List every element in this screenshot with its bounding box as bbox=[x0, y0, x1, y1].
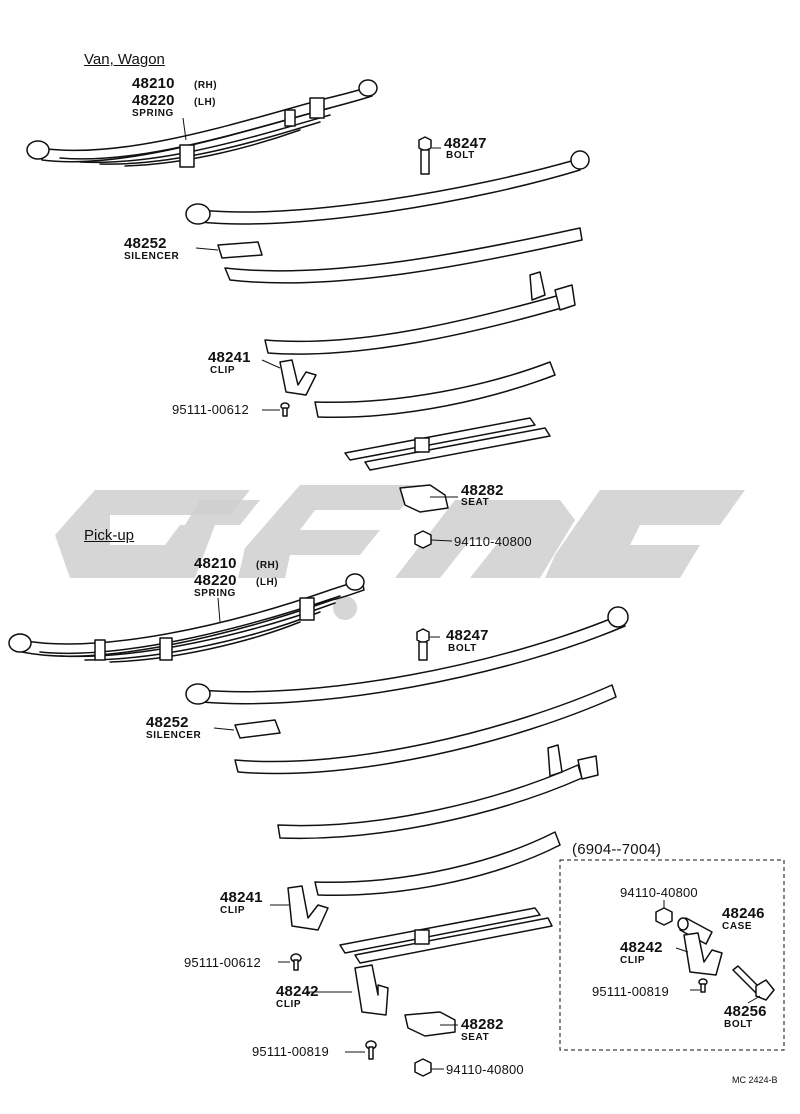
inset-screw-number: 95111-00819 bbox=[592, 984, 669, 999]
pickup-seat-number: 48282 bbox=[461, 1016, 504, 1033]
van-screw bbox=[280, 402, 290, 417]
van-leaf-4 bbox=[314, 361, 556, 419]
inset-nut bbox=[655, 907, 673, 926]
inset-leaders bbox=[663, 900, 761, 1004]
van-seat-name: SEAT bbox=[461, 497, 490, 508]
inset-case bbox=[677, 917, 713, 945]
van-clip bbox=[279, 359, 317, 396]
pickup-leaders bbox=[213, 597, 458, 1070]
pickup-clip2-number: 48242 bbox=[276, 983, 319, 1000]
inset-bolt-number: 48256 bbox=[724, 1003, 767, 1020]
pickup-clip bbox=[287, 885, 329, 931]
pickup-spring-name: SPRING bbox=[194, 588, 236, 599]
pickup-bolt-number: 48247 bbox=[446, 627, 489, 644]
pickup-main-leaf bbox=[185, 606, 629, 705]
inset-screw bbox=[698, 978, 708, 993]
van-bolt bbox=[418, 136, 432, 175]
pickup-seat-plate bbox=[339, 907, 553, 964]
inset-clip bbox=[683, 932, 723, 976]
van-screw-number: 95111-00612 bbox=[172, 402, 249, 417]
inset-case-name: CASE bbox=[722, 921, 753, 932]
inset-clip-name: CLIP bbox=[620, 955, 646, 966]
van-seat-plate bbox=[344, 417, 551, 471]
van-main-leaf bbox=[185, 150, 590, 225]
van-spring-name: SPRING bbox=[132, 108, 174, 119]
pickup-seat-name: SEAT bbox=[461, 1032, 490, 1043]
pickup-clip-name: CLIP bbox=[220, 905, 246, 916]
pickup-screw-number: 95111-00612 bbox=[184, 955, 261, 970]
van-seat bbox=[399, 484, 449, 513]
pickup-screw bbox=[290, 953, 302, 971]
pickup-silencer-number: 48252 bbox=[146, 714, 189, 731]
pickup-clip2 bbox=[354, 964, 389, 1016]
pickup-bolt-name: BOLT bbox=[448, 643, 477, 654]
pickup-leaf-4 bbox=[314, 831, 561, 896]
van-nut-number: 94110-40800 bbox=[454, 534, 532, 549]
inset-case-number: 48246 bbox=[722, 905, 765, 922]
pickup-spring-lh-side: (LH) bbox=[256, 577, 278, 588]
van-leaf-2 bbox=[224, 227, 583, 284]
watermark bbox=[55, 485, 745, 620]
figure-code: MC 2424-B bbox=[732, 1075, 778, 1085]
pickup-nut bbox=[414, 1058, 432, 1077]
van-spring-rh-side: (RH) bbox=[194, 80, 218, 91]
section-title-pickup: Pick-up bbox=[84, 527, 135, 544]
pickup-spring-rh-side: (RH) bbox=[256, 560, 280, 571]
inset-frame bbox=[559, 859, 785, 1051]
van-leaf-3 bbox=[264, 271, 576, 355]
inset-range-label: (6904--7004) bbox=[572, 841, 662, 858]
pickup-leaf-2 bbox=[234, 684, 617, 775]
pickup-spring-assembly bbox=[8, 573, 365, 663]
pickup-bolt bbox=[416, 628, 430, 661]
pickup-clip-number: 48241 bbox=[220, 889, 263, 906]
van-seat-number: 48282 bbox=[461, 482, 504, 499]
van-nut bbox=[414, 530, 432, 549]
pickup-spring-rh-number: 48210 bbox=[194, 555, 237, 572]
van-spring-rh-number: 48210 bbox=[132, 75, 175, 92]
inset-bolt bbox=[732, 965, 775, 1001]
pickup-leaf-3 bbox=[277, 744, 599, 840]
van-clip-name: CLIP bbox=[210, 365, 236, 376]
section-title-van-wagon: Van, Wagon bbox=[84, 51, 165, 68]
pickup-silencer bbox=[234, 719, 281, 739]
inset-clip-number: 48242 bbox=[620, 939, 663, 956]
inset-nut-number: 94110-40800 bbox=[620, 885, 698, 900]
van-silencer-number: 48252 bbox=[124, 235, 167, 252]
pickup-seat bbox=[404, 1011, 456, 1037]
van-leaders bbox=[182, 117, 458, 542]
pickup-screw2-number: 95111-00819 bbox=[252, 1044, 329, 1059]
van-clip-number: 48241 bbox=[208, 349, 251, 366]
pickup-silencer-name: SILENCER bbox=[146, 730, 202, 741]
van-silencer bbox=[217, 241, 263, 259]
van-silencer-name: SILENCER bbox=[124, 251, 180, 262]
pickup-clip2-name: CLIP bbox=[276, 999, 302, 1010]
pickup-screw2 bbox=[365, 1040, 377, 1060]
van-bolt-number: 48247 bbox=[444, 135, 487, 152]
van-spring-lh-number: 48220 bbox=[132, 92, 175, 109]
van-spring-lh-side: (LH) bbox=[194, 97, 216, 108]
pickup-nut-number: 94110-40800 bbox=[446, 1062, 524, 1077]
van-spring-assembly bbox=[26, 79, 378, 168]
inset-bolt-name: BOLT bbox=[724, 1019, 753, 1030]
pickup-spring-lh-number: 48220 bbox=[194, 572, 237, 589]
van-bolt-name: BOLT bbox=[446, 150, 475, 161]
